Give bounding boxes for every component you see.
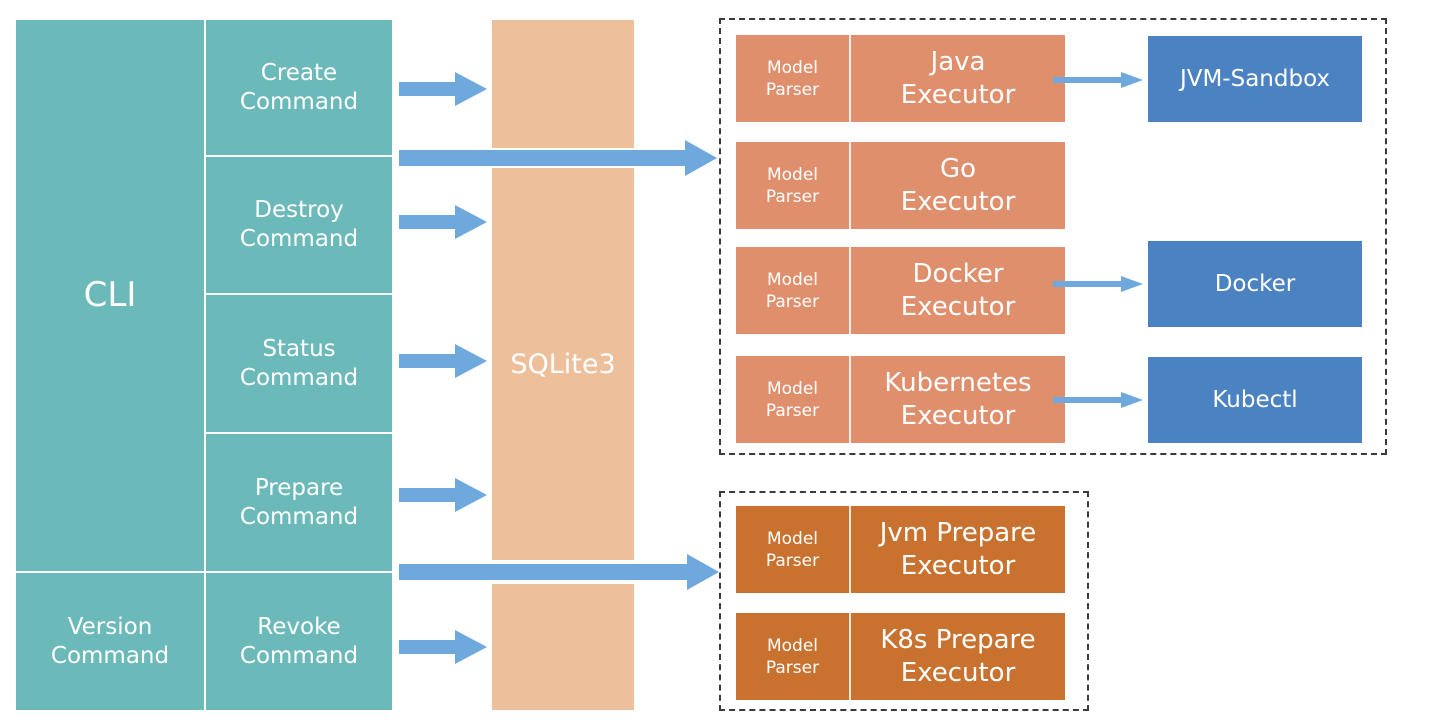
k8s-prepare-executor: K8s Prepare Executor bbox=[880, 624, 1036, 688]
java-executor: Java Executor bbox=[900, 46, 1016, 110]
sqlite-label: SQLite3 bbox=[510, 348, 616, 380]
go-executor-row: Model Parser Go Executor bbox=[736, 142, 1065, 229]
docker-executor: Docker Executor bbox=[900, 258, 1016, 322]
cli-block: CLI bbox=[16, 20, 204, 571]
cli-label: CLI bbox=[83, 275, 137, 315]
destroy-command-label: Destroy Command bbox=[239, 197, 359, 252]
k8s-prepare-executor-row: Model Parser K8s Prepare Executor bbox=[736, 613, 1065, 700]
kubectl-box: Kubectl bbox=[1148, 357, 1362, 443]
docker-box: Docker bbox=[1148, 241, 1362, 327]
arrow-revoke-to-sqlite bbox=[399, 630, 487, 664]
arrow-status-to-sqlite bbox=[399, 344, 487, 378]
kubectl-label: Kubectl bbox=[1212, 387, 1298, 413]
jvm-prepare-executor-row: Model Parser Jvm Prepare Executor bbox=[736, 506, 1065, 593]
arrow-prepare-to-prepare-executors bbox=[399, 554, 719, 590]
arrow-java-to-jvm-sandbox bbox=[1053, 72, 1143, 88]
arrow-destroy-to-sqlite bbox=[399, 205, 487, 239]
model-parser: Model Parser bbox=[736, 142, 851, 229]
version-command-label: Version Command bbox=[50, 613, 170, 669]
arrow-prepare-to-sqlite bbox=[399, 478, 487, 512]
arrow-create-to-sqlite bbox=[399, 72, 487, 106]
sqlite-column-bottom bbox=[492, 584, 634, 710]
revoke-command-label: Revoke Command bbox=[239, 613, 359, 669]
model-parser: Model Parser bbox=[736, 506, 851, 593]
model-parser: Model Parser bbox=[736, 35, 851, 122]
prepare-executor-group bbox=[719, 491, 1089, 711]
destroy-command-box: Destroy Command bbox=[206, 157, 392, 293]
prepare-command-label: Prepare Command bbox=[239, 474, 359, 530]
kubernetes-executor-row: Model Parser Kubernetes Executor bbox=[736, 356, 1065, 443]
jvm-sandbox-box: JVM-Sandbox bbox=[1148, 36, 1362, 122]
arrow-kubernetes-to-kubectl bbox=[1053, 392, 1143, 408]
create-command-label: Create Command bbox=[239, 59, 359, 115]
docker-label: Docker bbox=[1214, 271, 1296, 297]
arrow-commands-to-executors bbox=[399, 140, 717, 176]
model-parser: Model Parser bbox=[736, 247, 851, 334]
model-parser: Model Parser bbox=[736, 613, 851, 700]
sqlite-column: SQLite3 bbox=[492, 168, 634, 560]
arrow-docker-to-docker bbox=[1053, 276, 1143, 292]
jvm-sandbox-label: JVM-Sandbox bbox=[1179, 66, 1331, 92]
status-command-box: Status Command bbox=[206, 295, 392, 432]
kubernetes-executor: Kubernetes Executor bbox=[884, 367, 1032, 431]
status-command-label: Status Command bbox=[239, 335, 359, 391]
sqlite-column-top bbox=[492, 20, 634, 148]
jvm-prepare-executor: Jvm Prepare Executor bbox=[879, 517, 1037, 581]
docker-executor-row: Model Parser Docker Executor bbox=[736, 247, 1065, 334]
create-command-box: Create Command bbox=[206, 20, 392, 155]
java-executor-row: Model Parser Java Executor bbox=[736, 35, 1065, 122]
revoke-command-box: Revoke Command bbox=[206, 573, 392, 710]
go-executor: Go Executor bbox=[900, 153, 1016, 217]
version-command-box: Version Command bbox=[16, 573, 204, 710]
prepare-command-box: Prepare Command bbox=[206, 434, 392, 571]
model-parser: Model Parser bbox=[736, 356, 851, 443]
executor-group bbox=[719, 18, 1387, 455]
